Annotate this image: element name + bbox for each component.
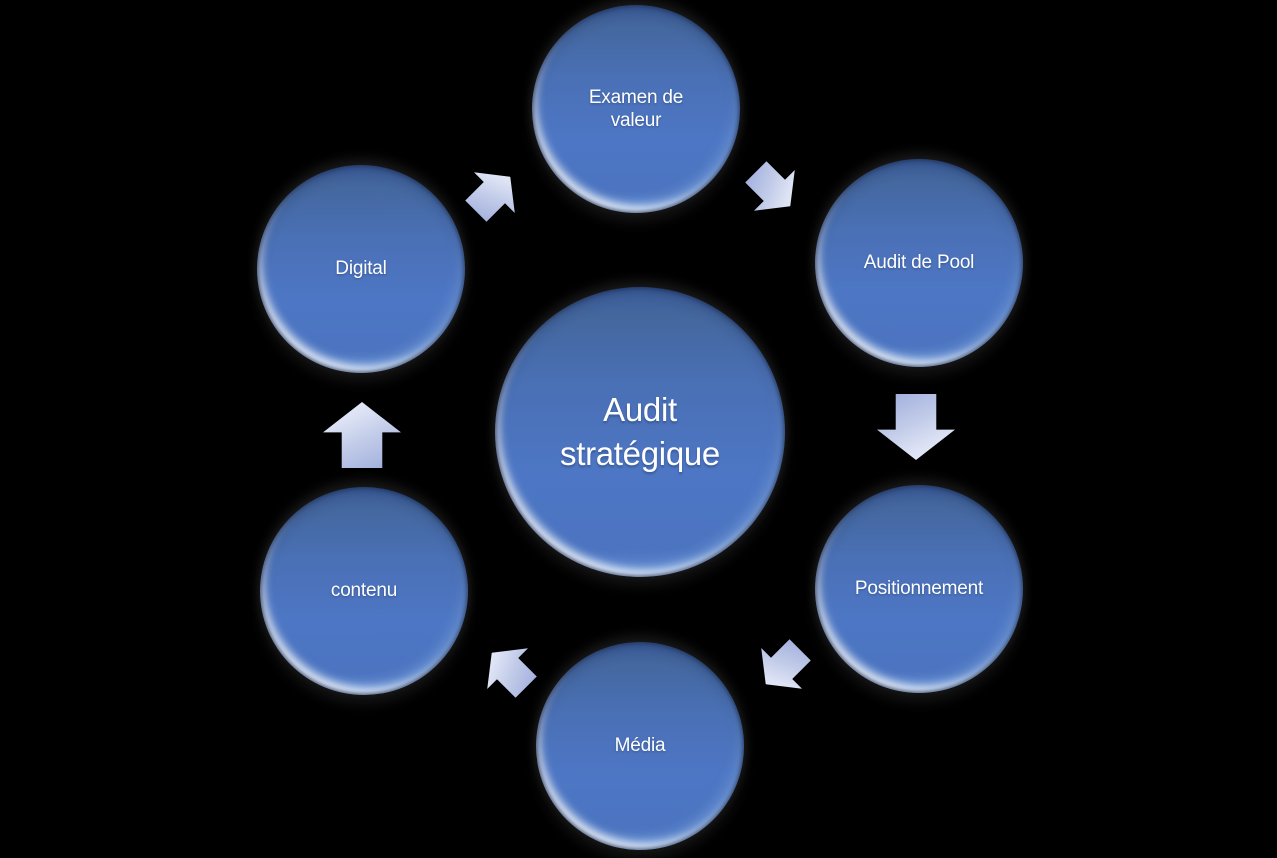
arrow-down-icon — [877, 394, 955, 460]
node-digital: Digital — [257, 165, 465, 373]
node-contenu: contenu — [260, 487, 468, 695]
arrow-down-left-icon — [745, 629, 820, 704]
arrow-up-right-icon — [455, 156, 530, 231]
center-node-audit-strategique: Audit stratégique — [495, 287, 785, 577]
node-audit-de-pool: Audit de Pool — [815, 159, 1023, 367]
node-label: Digital — [335, 258, 387, 280]
center-node-label: Audit stratégique — [560, 391, 720, 472]
arrow-down-right-icon — [735, 151, 810, 226]
node-label: Média — [614, 735, 666, 757]
node-label: contenu — [330, 580, 398, 602]
node-label: Examen de valeur — [588, 86, 684, 131]
node-label: Audit de Pool — [863, 252, 975, 274]
arrow-up-icon — [323, 402, 401, 468]
node-label: Positionnement — [854, 578, 984, 600]
node-examen-de-valeur: Examen de valeur — [532, 5, 740, 213]
node-positionnement: Positionnement — [815, 485, 1023, 693]
arrow-up-left-icon — [471, 632, 546, 707]
node-media: Média — [536, 642, 744, 850]
